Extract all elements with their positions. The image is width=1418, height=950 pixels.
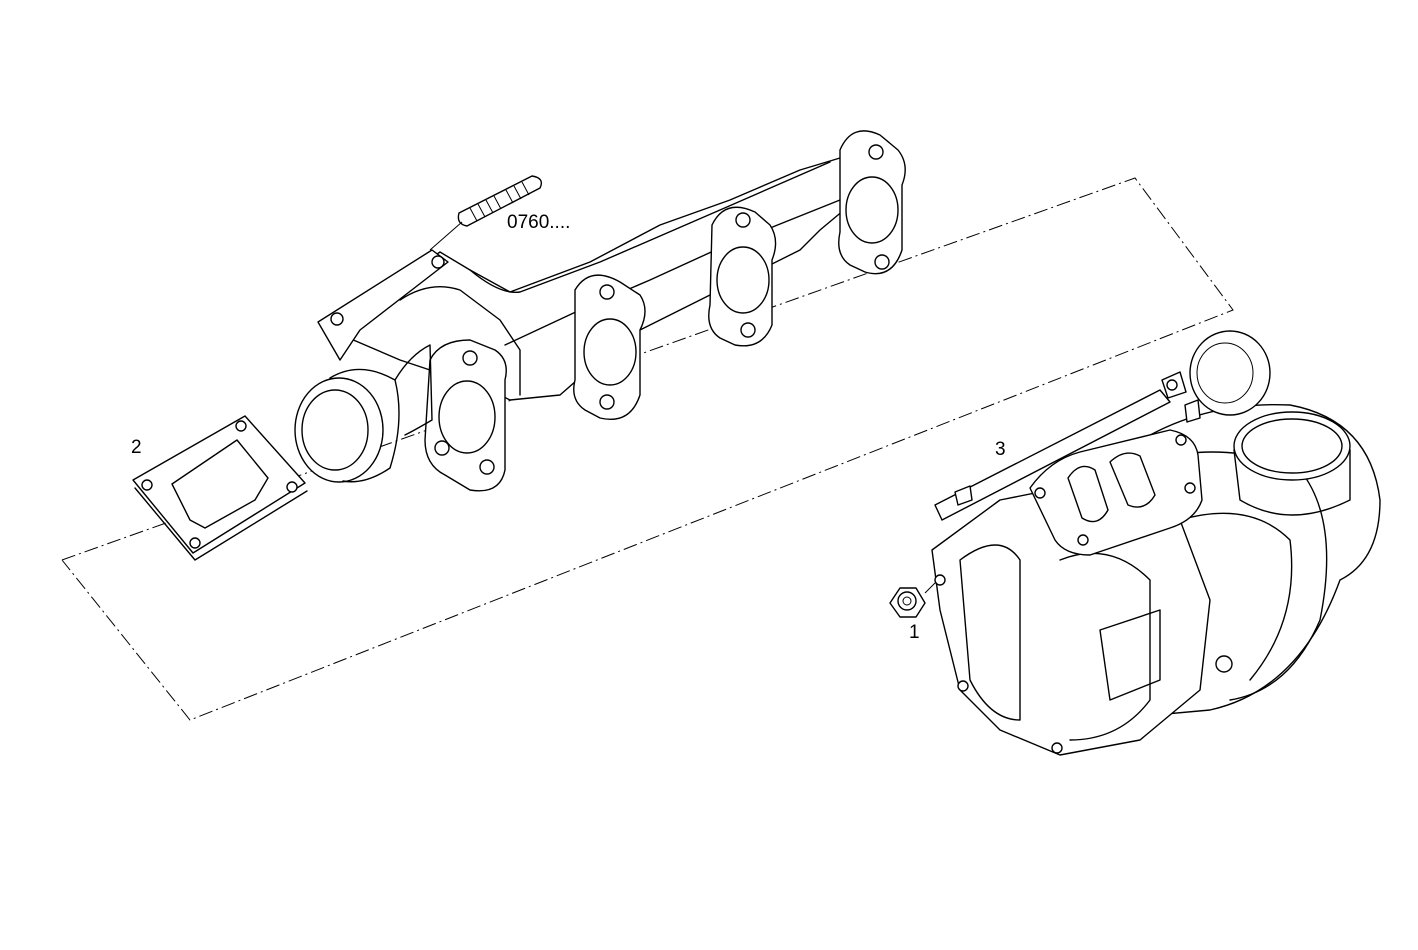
assembly-boundary xyxy=(61,177,1234,721)
callout-3: 3 xyxy=(995,439,1006,460)
exhaust-manifold[interactable] xyxy=(294,130,906,492)
turbocharger[interactable] xyxy=(931,330,1381,756)
nut[interactable] xyxy=(889,579,939,618)
callout-2: 2 xyxy=(131,437,142,458)
stud[interactable] xyxy=(429,175,543,251)
gasket[interactable] xyxy=(132,415,308,561)
ref-code-label: 0760.... xyxy=(507,212,570,233)
callout-1: 1 xyxy=(909,622,920,643)
